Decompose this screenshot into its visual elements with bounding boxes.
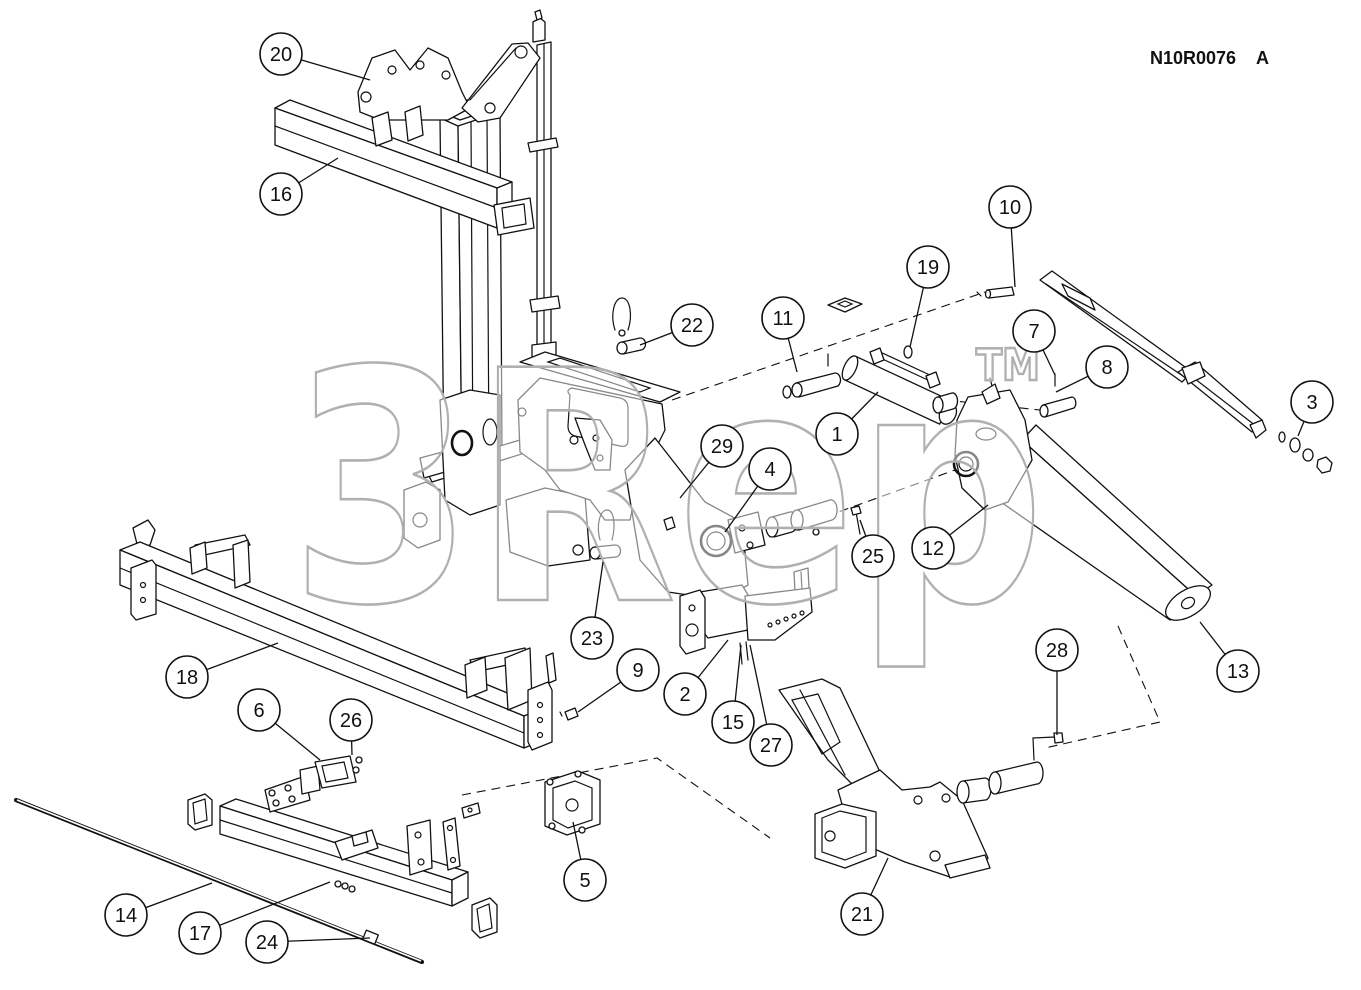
bracket-assembly	[264, 755, 363, 813]
callout-20: 20	[259, 32, 371, 81]
callout-10: 10	[988, 185, 1032, 288]
svg-text:29: 29	[711, 436, 733, 458]
callout-28: 28	[1035, 628, 1079, 735]
svg-text:26: 26	[340, 710, 362, 732]
svg-text:13: 13	[1227, 661, 1249, 683]
svg-text:16: 16	[270, 184, 292, 206]
callout-11: 11	[761, 296, 805, 373]
callout-1: 1	[815, 391, 879, 456]
svg-text:17: 17	[189, 923, 211, 945]
svg-text:9: 9	[632, 660, 643, 682]
svg-text:24: 24	[256, 932, 278, 954]
callout-2: 2	[663, 639, 729, 716]
callout-18: 18	[165, 642, 279, 699]
callout-27: 27	[749, 644, 793, 767]
bolt	[1032, 732, 1064, 761]
svg-text:1: 1	[831, 424, 842, 446]
drawing-code: N10R0076 A	[1150, 48, 1269, 68]
pin-and-bushing	[765, 499, 862, 538]
lower-crossbeam	[187, 793, 498, 939]
svg-text:12: 12	[922, 538, 944, 560]
main-crossbeam	[119, 519, 557, 751]
svg-text:2: 2	[679, 684, 690, 706]
svg-text:19: 19	[917, 257, 939, 279]
svg-text:22: 22	[681, 315, 703, 337]
mounting-plate	[544, 770, 601, 836]
small-plate	[827, 297, 863, 313]
link-pin	[976, 286, 1015, 299]
svg-text:7: 7	[1028, 321, 1039, 343]
svg-text:8: 8	[1101, 357, 1112, 379]
svg-text:4: 4	[764, 459, 775, 481]
callout-19: 19	[906, 245, 950, 348]
callout-13: 13	[1199, 621, 1260, 693]
upper-beam	[274, 99, 535, 236]
pin-long	[1039, 373, 1077, 418]
callout-14: 14	[104, 882, 213, 937]
lower-bracket	[778, 678, 991, 879]
svg-text:21: 21	[851, 904, 873, 926]
callout-6: 6	[237, 688, 321, 761]
svg-text:10: 10	[999, 197, 1021, 219]
callout-17: 17	[178, 881, 331, 955]
svg-text:3: 3	[1306, 392, 1317, 414]
svg-text:18: 18	[176, 667, 198, 689]
callouts: 20 16 10 19 22 11 7 8 3 1 29 4 25 12 23 …	[104, 32, 1334, 964]
callout-12: 12	[911, 504, 989, 570]
svg-text:23: 23	[581, 628, 603, 650]
watermark: 3Rep TM	[289, 303, 1047, 678]
mast-base	[403, 389, 529, 549]
top-bracket	[357, 42, 541, 123]
lift-arm	[952, 377, 1213, 621]
hydraulic-cylinder	[841, 345, 958, 425]
clip-pin-upper	[612, 297, 647, 355]
svg-text:15: 15	[722, 712, 744, 734]
pivot-bushing	[932, 392, 959, 414]
callout-21: 21	[840, 857, 889, 936]
bushings	[956, 761, 1044, 804]
callout-3: 3	[1290, 380, 1334, 437]
svg-text:28: 28	[1046, 640, 1068, 662]
clamp-plates	[406, 802, 481, 876]
callout-16: 16	[259, 157, 339, 216]
svg-text:25: 25	[862, 546, 884, 568]
callout-5: 5	[563, 821, 607, 902]
callout-25: 25	[851, 519, 895, 578]
svg-text:11: 11	[773, 308, 794, 330]
svg-text:20: 20	[270, 44, 292, 66]
upper-link	[1039, 270, 1267, 439]
svg-text:5: 5	[579, 870, 590, 892]
drawing-number: N10R0076	[1150, 48, 1236, 68]
callout-7: 7	[1012, 309, 1056, 376]
callout-22: 22	[639, 303, 714, 347]
callout-15: 15	[711, 644, 755, 744]
pin-short	[782, 353, 842, 399]
watermark-logo: 3Rep	[290, 304, 1045, 676]
callout-29: 29	[679, 424, 744, 499]
hitch-plate	[679, 567, 813, 665]
washers-and-nut	[1278, 431, 1333, 474]
long-rod	[13, 797, 425, 965]
callout-8: 8	[1055, 345, 1129, 393]
svg-text:27: 27	[760, 735, 782, 757]
lower-arm	[624, 437, 766, 601]
callout-4: 4	[724, 447, 792, 533]
clip-pin-lower	[589, 509, 622, 560]
callout-23: 23	[570, 561, 614, 660]
callout-9: 9	[577, 648, 660, 713]
drawing-revision: A	[1256, 48, 1269, 68]
svg-text:6: 6	[253, 700, 264, 722]
svg-text:14: 14	[115, 905, 137, 927]
callout-26: 26	[329, 698, 373, 756]
small-pin	[559, 707, 579, 721]
callout-24: 24	[245, 920, 371, 964]
